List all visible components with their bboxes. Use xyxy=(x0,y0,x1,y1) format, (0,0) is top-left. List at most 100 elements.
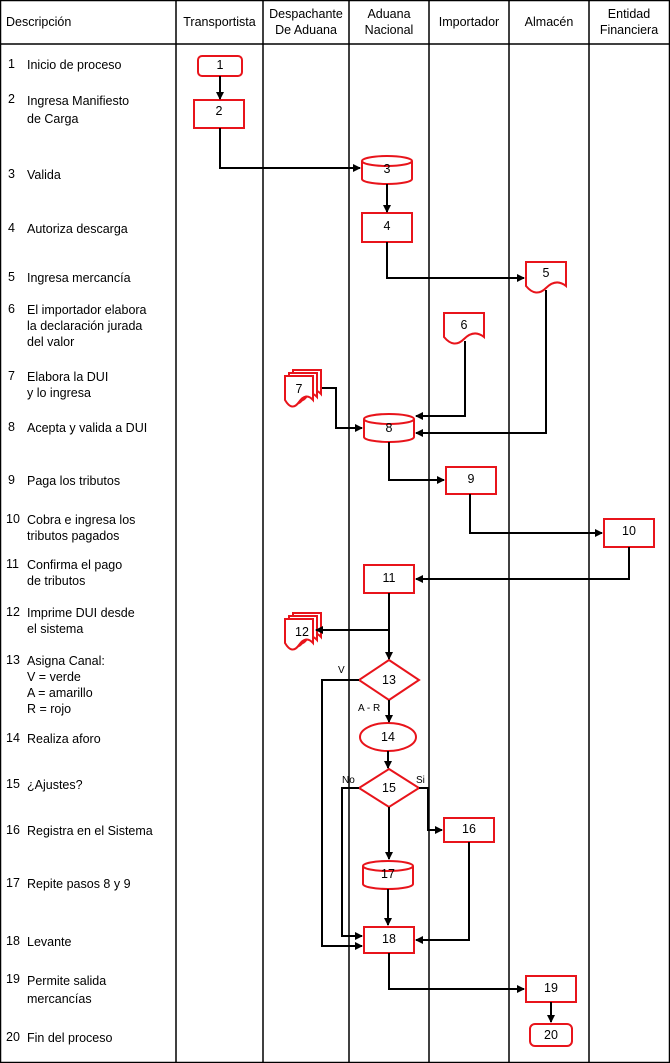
step-description: El importador elabora la declaración jur… xyxy=(27,303,147,349)
node-20-terminator xyxy=(529,1023,573,1047)
node-4-process xyxy=(361,212,413,243)
step-number: 14 xyxy=(6,731,20,745)
edge-label-no: No xyxy=(342,775,355,786)
node-label-6: 6 xyxy=(460,318,468,332)
edge-15-18-no xyxy=(341,787,363,940)
node-label-15: 15 xyxy=(382,781,396,795)
step-description: ¿Ajustes? xyxy=(27,778,83,792)
node-label-18: 18 xyxy=(382,932,396,946)
step-description: Paga los tributos xyxy=(27,474,121,488)
node-label-11: 11 xyxy=(382,571,396,585)
step-number: 20 xyxy=(6,1030,20,1044)
node-18-process xyxy=(363,926,415,954)
node-label-7: 7 xyxy=(295,382,303,396)
step-number: 1 xyxy=(8,57,15,71)
edge-18-19 xyxy=(388,953,525,993)
node-label-16: 16 xyxy=(462,822,476,836)
node-label-5: 5 xyxy=(542,266,550,280)
step-number: 2 xyxy=(8,92,15,106)
node-7-multidocument xyxy=(284,375,314,408)
step-number: 5 xyxy=(8,270,15,284)
node-3-database xyxy=(361,155,413,185)
step-number: 15 xyxy=(6,777,20,791)
step-description: Asigna Canal: V = verde A = amarillo R =… xyxy=(27,654,105,716)
step-description: Permite salida mercancías xyxy=(27,974,107,1006)
step-description: Autoriza descarga xyxy=(27,222,128,236)
column-header-entidad-financiera: Entidad Financiera xyxy=(599,7,659,37)
step-description: Cobra e ingresa los tributos pagados xyxy=(27,513,136,543)
step-number: 10 xyxy=(6,512,20,526)
column-header-almacen: Almacén xyxy=(524,15,574,29)
edge-7-8 xyxy=(322,387,363,432)
node-label-14: 14 xyxy=(381,730,395,744)
step-description: Confirma el pago de tributos xyxy=(27,558,123,588)
node-label-9: 9 xyxy=(467,472,475,486)
step-number: 18 xyxy=(6,934,20,948)
step-description: Levante xyxy=(27,935,72,949)
step-number: 4 xyxy=(8,221,15,235)
node-8-database xyxy=(363,413,415,443)
column-header-transportista: Transportista xyxy=(183,15,256,29)
step-number: 8 xyxy=(8,420,15,434)
node-label-8: 8 xyxy=(385,421,393,435)
node-label-17: 17 xyxy=(381,867,395,881)
edge-6-8 xyxy=(415,341,466,420)
step-number: 7 xyxy=(8,369,15,383)
step-description: Acepta y valida a DUI xyxy=(27,421,148,435)
node-label-1: 1 xyxy=(216,58,224,72)
step-description: Repite pasos 8 y 9 xyxy=(27,877,131,891)
column-header-descripcion: Descripción xyxy=(6,15,72,29)
step-number: 6 xyxy=(8,302,15,316)
edge-label-si: Si xyxy=(416,775,425,786)
node-9-process xyxy=(445,466,497,495)
node-label-20: 20 xyxy=(544,1028,558,1042)
node-label-2: 2 xyxy=(215,104,223,118)
step-description: Fin del proceso xyxy=(27,1031,113,1045)
step-number: 9 xyxy=(8,473,15,487)
edge-13-18-verde xyxy=(321,679,363,950)
step-number: 17 xyxy=(6,876,20,890)
edge-2-3 xyxy=(219,128,361,172)
node-6-document xyxy=(443,312,485,345)
step-number: 11 xyxy=(6,557,19,571)
step-number: 19 xyxy=(6,972,20,986)
edge-4-5 xyxy=(386,242,525,282)
edge-10-11 xyxy=(415,547,630,583)
step-description: Imprime DUI desde el sistema xyxy=(27,606,135,636)
edge-5-8 xyxy=(415,290,547,437)
step-number: 16 xyxy=(6,823,20,837)
node-label-10: 10 xyxy=(622,524,636,538)
node-label-12: 12 xyxy=(295,625,309,639)
node-17-database-top xyxy=(362,865,414,872)
node-12-multidocument xyxy=(284,618,314,651)
node-17-database xyxy=(362,860,414,890)
node-16-process xyxy=(443,817,495,843)
node-3-database-top xyxy=(361,160,413,167)
column-header-aduana: Aduana Nacional xyxy=(364,7,414,37)
step-description: Valida xyxy=(27,168,61,182)
edge-15-16 xyxy=(419,787,443,834)
step-number: 3 xyxy=(8,167,15,181)
step-description: Inicio de proceso xyxy=(27,58,122,72)
step-number: 13 xyxy=(6,653,20,667)
step-description: Realiza aforo xyxy=(27,732,101,746)
step-description: Ingresa Manifiesto de Carga xyxy=(27,94,130,126)
step-description: Registra en el Sistema xyxy=(27,824,153,838)
node-8-database-top xyxy=(363,418,415,425)
edge-16-18 xyxy=(415,842,470,944)
step-description: Elabora la DUI y lo ingresa xyxy=(27,370,109,400)
edge-9-10 xyxy=(469,494,603,537)
column-header-despachante: Despachante De Aduana xyxy=(269,7,343,37)
step-number: 12 xyxy=(6,605,20,619)
edge-8-9 xyxy=(388,442,445,484)
node-label-13: 13 xyxy=(382,673,396,687)
node-label-19: 19 xyxy=(544,981,558,995)
edge-label-a-r: A - R xyxy=(358,703,381,714)
edge-label-v: V xyxy=(338,665,345,676)
node-label-4: 4 xyxy=(383,219,391,233)
node-2-process xyxy=(193,99,245,129)
node-5-document xyxy=(525,261,567,294)
node-label-3: 3 xyxy=(383,162,391,176)
column-header-importador: Importador xyxy=(438,15,500,29)
